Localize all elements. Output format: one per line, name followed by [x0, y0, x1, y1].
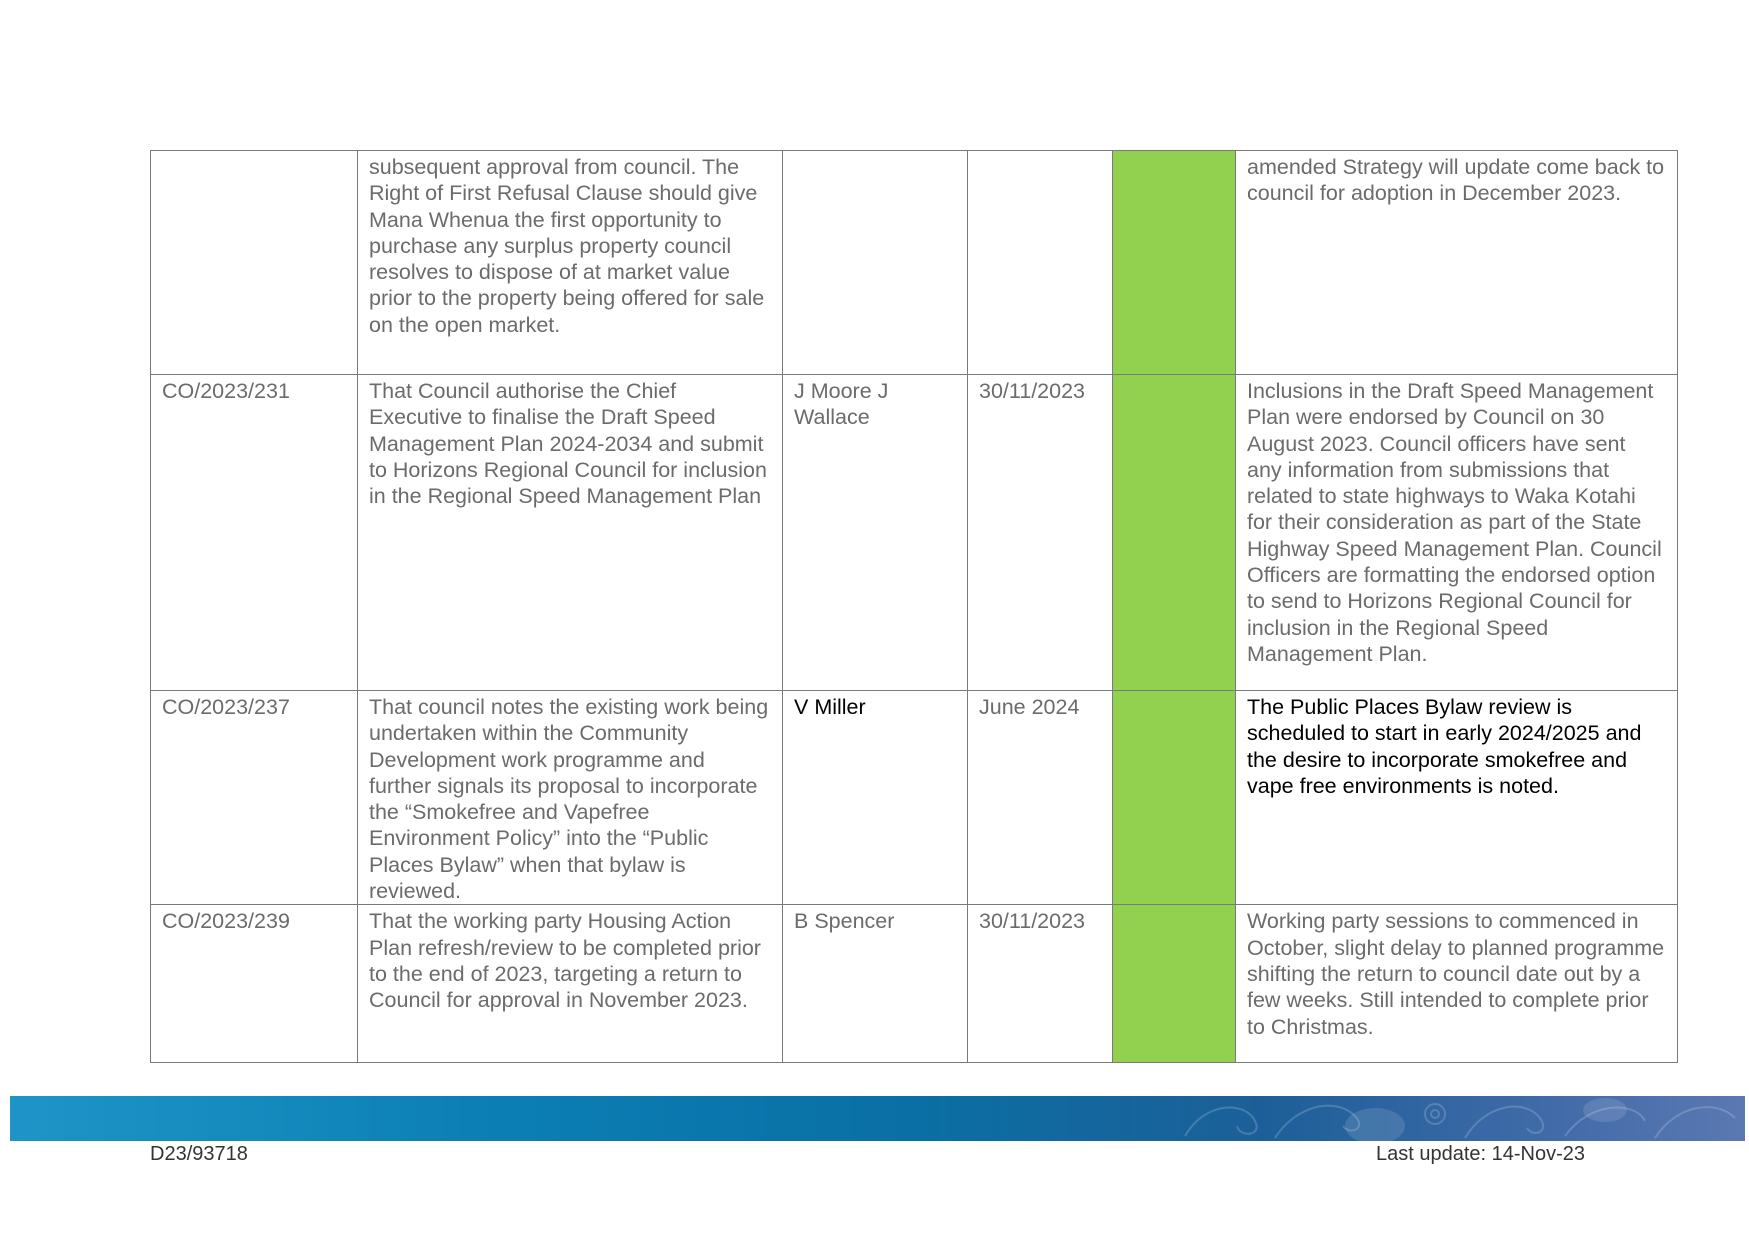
document-reference: D23/93718 — [150, 1143, 248, 1165]
table-row: CO/2023/237 That council notes the exist… — [150, 689, 1678, 906]
resolution-ref-cell: CO/2023/231 — [150, 374, 358, 691]
due-date-cell: June 2024 — [967, 689, 1113, 906]
comment-cell: amended Strategy will update come back t… — [1235, 150, 1678, 375]
table-row: subsequent approval from council. The Ri… — [150, 150, 1678, 375]
resolution-text-cell: That council notes the existing work bei… — [357, 689, 783, 906]
owner-cell: J Moore J Wallace — [782, 374, 968, 691]
status-indicator-cell — [1112, 150, 1236, 375]
due-date-cell — [967, 150, 1113, 375]
resolution-action-table: subsequent approval from council. The Ri… — [150, 150, 1678, 1064]
status-indicator-cell — [1112, 374, 1236, 691]
koru-pattern-icon — [1184, 1098, 1736, 1141]
status-indicator-cell — [1112, 689, 1236, 906]
resolution-text-cell: subsequent approval from council. The Ri… — [357, 150, 783, 375]
table-row: CO/2023/231 That Council authorise the C… — [150, 374, 1678, 691]
resolution-text-cell: That the working party Housing Action Pl… — [357, 904, 783, 1064]
status-indicator-cell — [1112, 904, 1236, 1064]
comment-cell: Inclusions in the Draft Speed Management… — [1235, 374, 1678, 691]
resolution-text-cell: That Council authorise the Chief Executi… — [357, 374, 783, 691]
table-row: CO/2023/239 That the working party Housi… — [150, 904, 1678, 1064]
resolution-ref-cell: CO/2023/237 — [150, 689, 358, 906]
owner-cell — [782, 150, 968, 375]
due-date-cell: 30/11/2023 — [967, 374, 1113, 691]
resolution-ref-cell: CO/2023/239 — [150, 904, 358, 1064]
footer-band — [10, 1096, 1745, 1141]
comment-cell: The Public Places Bylaw review is schedu… — [1235, 689, 1678, 906]
last-update-text: Last update: 14-Nov-23 — [1376, 1143, 1586, 1165]
due-date-cell: 30/11/2023 — [967, 904, 1113, 1064]
comment-cell: Working party sessions to commenced in O… — [1235, 904, 1678, 1064]
owner-cell: B Spencer — [782, 904, 968, 1064]
resolution-ref-cell — [150, 150, 358, 375]
owner-cell: V Miller — [782, 689, 968, 906]
